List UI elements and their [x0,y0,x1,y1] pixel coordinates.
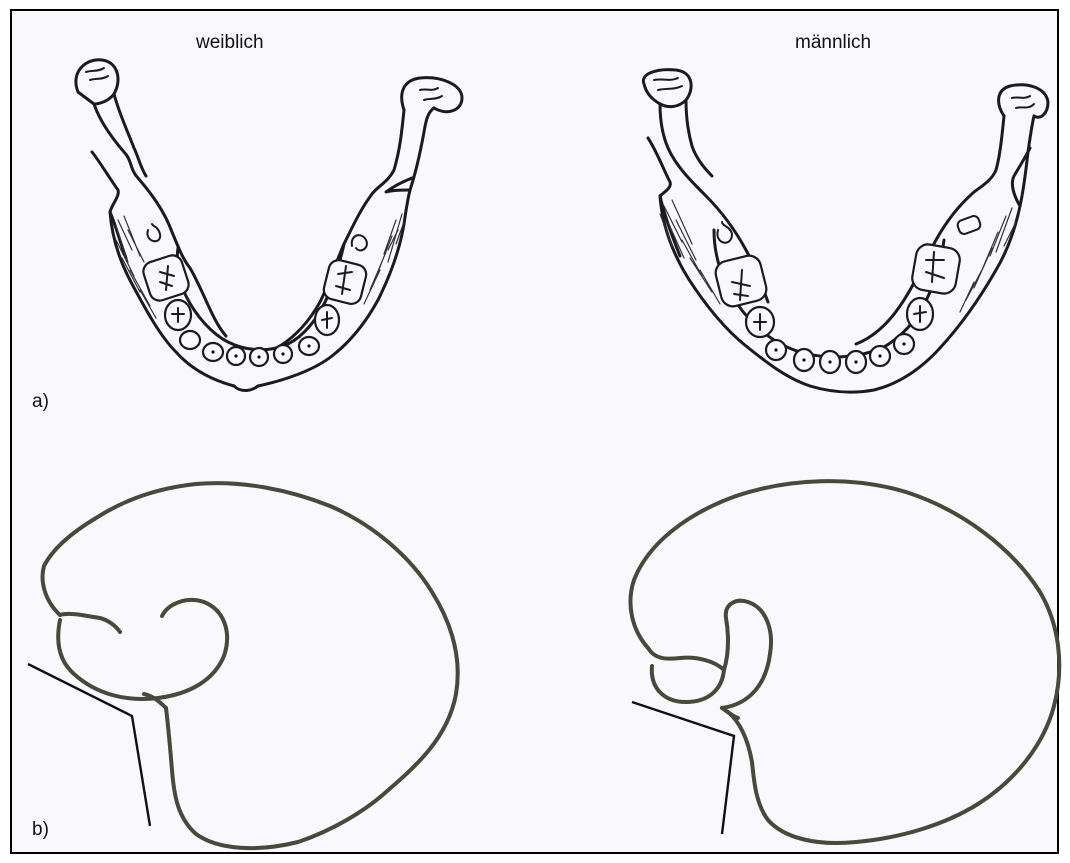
female-head-profile-drawing [28,483,458,848]
female-left-condyle [76,60,118,104]
panel-b-label: b) [32,820,49,839]
female-mandible-drawing [76,60,462,391]
male-neck-profile-line [632,702,734,834]
female-neck-profile-line [28,664,150,826]
female-skull-outline [43,483,458,848]
male-mandible-drawing [643,70,1048,392]
male-head-profile-drawing [630,481,1059,843]
female-face-contour [58,600,227,699]
female-right-condyle [402,78,462,112]
male-column-label: männlich [795,33,871,52]
female-inner-arch [177,244,344,350]
male-right-condyle [999,85,1048,117]
female-right-ramus [410,108,434,190]
panel-a-label: a) [32,392,49,411]
male-face-contour [648,601,771,708]
female-column-label: weiblich [196,33,264,52]
male-skull-outline [630,481,1059,843]
